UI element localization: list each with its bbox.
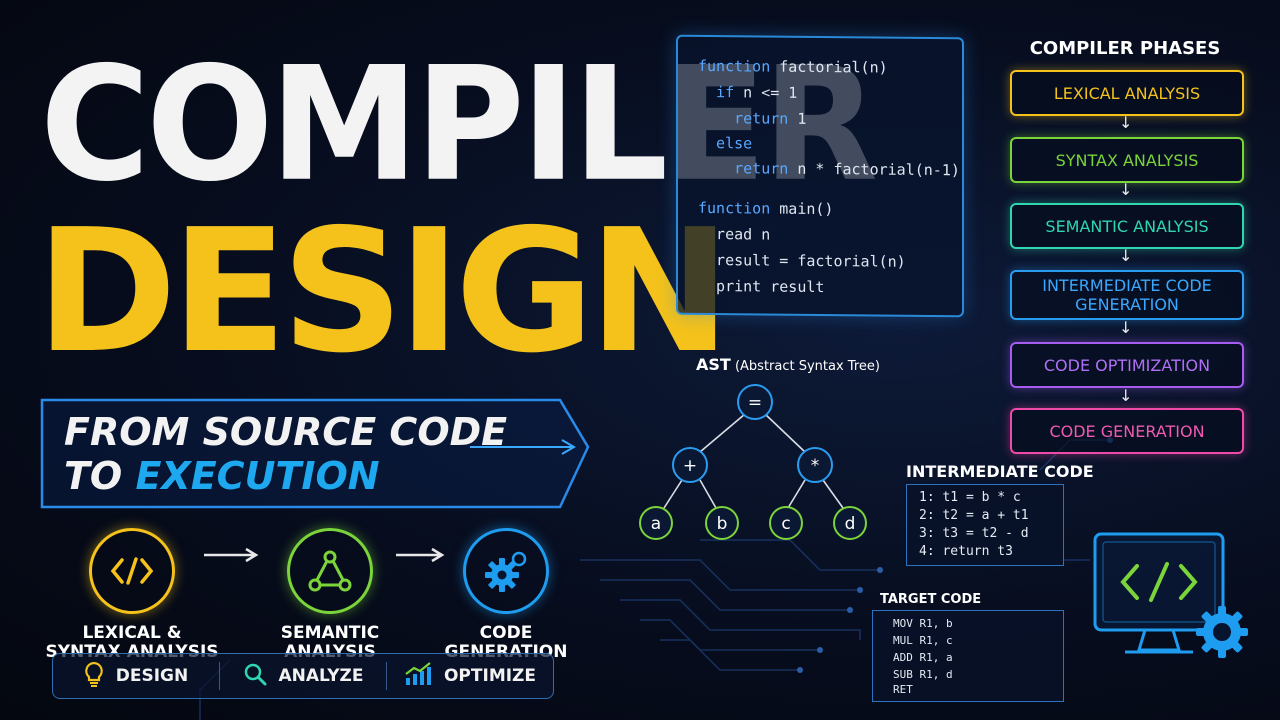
code-line: else [698,133,753,153]
code-line: if n <= 1 [698,82,798,102]
intermediate-code-box: 1: t1 = b * c 2: t2 = a + t1 3: t3 = t2 … [906,484,1064,566]
banner-prefix: TO [64,454,136,498]
bottom-bar-optimize: OPTIMIZE [387,661,553,691]
tc-line: RET [893,683,913,696]
step-codegen: CODE GENERATION [416,528,596,662]
bottom-bar-design: DESIGN [53,661,220,692]
phase-codegen: CODE GENERATION [1010,408,1244,454]
ast-node-plus: + [683,456,697,476]
ic-line: 2: t2 = a + t1 [919,508,1029,523]
bottom-bar-label: DESIGN [115,666,189,686]
arrow-down-icon: ↓ [1119,318,1133,337]
tc-line: MOV R1, b [893,617,953,630]
code-line: return n * factorial(n-1) [698,158,960,180]
arrow-right-icon [204,538,260,573]
arrow-right-icon [396,538,446,573]
monitor-code-gear-icon [1093,532,1248,658]
arrow-down-icon: ↓ [1119,246,1133,265]
code-line: result = factorial(n) [698,250,906,271]
code-line: function main() [698,198,834,219]
code-line: print result [698,276,825,297]
banner-text: FROM SOURCE CODE TO EXECUTION [64,410,507,498]
intermediate-code-title: INTERMEDIATE CODE [906,462,1094,481]
banner-line-1: FROM SOURCE CODE [64,410,508,454]
bottom-bar-label: ANALYZE [278,666,364,686]
banner-highlight: EXECUTION [135,454,380,498]
bottom-bar: DESIGN ANALYZE OPTIMIZE [52,653,554,699]
ast-title-main: AST [696,355,731,374]
code-line: function factorial(n) [698,56,888,77]
step-semantic: SEMANTIC ANALYSIS [240,528,420,662]
arrow-down-icon: ↓ [1119,113,1133,132]
ic-line: 4: return t3 [919,544,1013,559]
title-line-2: DESIGN [36,193,731,391]
tc-line: SUB R1, d [893,668,953,681]
phase-lexical: LEXICAL ANALYSIS [1010,70,1244,116]
arrow-down-icon: ↓ [1119,386,1133,405]
phase-syntax: SYNTAX ANALYSIS [1010,137,1244,183]
ast-node-a: a [651,514,661,534]
ast-diagram: = + * a b c d [639,384,867,540]
ast-title: AST (Abstract Syntax Tree) [696,355,880,374]
tc-line: MUL R1, c [893,634,953,647]
phase-semantic: SEMANTIC ANALYSIS [1010,203,1244,249]
phase-intermediate: INTERMEDIATE CODE GENERATION [1010,270,1244,320]
arrow-down-icon: ↓ [1119,180,1133,199]
bottom-bar-label: OPTIMIZE [443,666,536,686]
magnifier-icon [243,662,267,691]
code-brackets-icon [89,528,175,614]
ast-node-times: * [811,456,820,476]
chart-icon [404,661,432,691]
tree-icon [287,528,373,614]
ast-node-root: = [748,393,762,413]
ast-subtitle: (Abstract Syntax Tree) [730,359,880,374]
ast-node-c: c [781,514,790,534]
phases-title: COMPILER PHASES [1029,38,1221,59]
source-code-panel: function factorial(n) if n <= 1 return 1… [676,34,964,318]
lightbulb-icon [84,661,104,692]
code-line: read n [698,224,771,244]
step-lexical-syntax: LEXICAL & SYNTAX ANALYSIS [42,528,222,662]
target-code-title: TARGET CODE [880,592,982,607]
ast-node-b: b [717,514,728,534]
bottom-bar-analyze: ANALYZE [220,662,387,690]
banner-line-2: TO EXECUTION [64,454,507,498]
banner-frame [40,398,590,509]
ic-line: 1: t1 = b * c [919,490,1021,505]
gear-icon [463,528,549,614]
code-line: return 1 [698,108,807,128]
ic-line: 3: t3 = t2 - d [919,526,1029,541]
ast-node-d: d [845,514,856,534]
target-code-box: MOV R1, b MUL R1, c ADD R1, a SUB R1, d … [872,610,1064,702]
tc-line: ADD R1, a [893,651,953,664]
phase-optimization: CODE OPTIMIZATION [1010,342,1244,388]
